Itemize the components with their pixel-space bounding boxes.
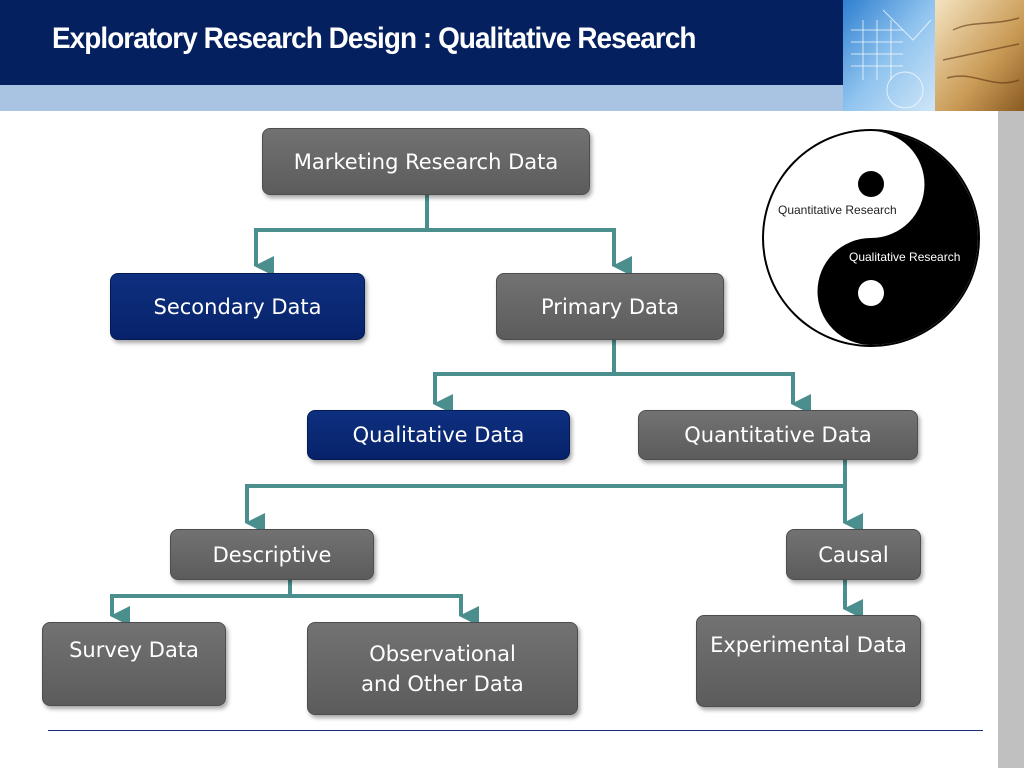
causal-node: Causal [786,529,921,580]
descriptive-node: Descriptive [170,529,374,580]
header-decorative-image [843,0,1024,111]
survey-data-node: Survey Data [42,622,226,706]
experimental-data-label: Experimental Data [710,633,907,657]
connector-quantitative-descriptive [245,484,845,533]
connector-primary-qualitative [433,372,614,414]
observational-label-line2: and Other Data [361,671,524,696]
marketing-research-data-node: Marketing Research Data [262,128,590,195]
primary-data-node: Primary Data [496,273,724,340]
observational-label-line1: Observational [369,641,516,666]
qualitative-data-node: Qualitative Data [307,410,570,460]
experimental-data-node: Experimental Data [696,615,921,707]
observational-data-node: Observational and Other Data [307,622,578,715]
yin-yang-symbol [762,129,980,347]
yang-dot-white [858,280,884,306]
secondary-data-node: Secondary Data [110,273,365,340]
quantitative-data-node: Quantitative Data [638,410,918,460]
right-sidebar-bar [998,111,1024,768]
connector-primary-quantitative [614,372,811,414]
footer-divider [48,730,983,731]
quantitative-research-label: Quantitative Research [778,203,897,217]
connector-mrd-primary [427,228,632,276]
connector-descriptive-survey [110,594,290,626]
connector-descriptive-observational [290,594,479,626]
slide-title: Exploratory Research Design : Qualitativ… [52,22,696,55]
yin-dot-black [858,171,884,197]
qualitative-research-label: Qualitative Research [849,250,961,264]
connector-mrd-secondary [254,228,427,276]
survey-data-label: Survey Data [69,638,199,662]
